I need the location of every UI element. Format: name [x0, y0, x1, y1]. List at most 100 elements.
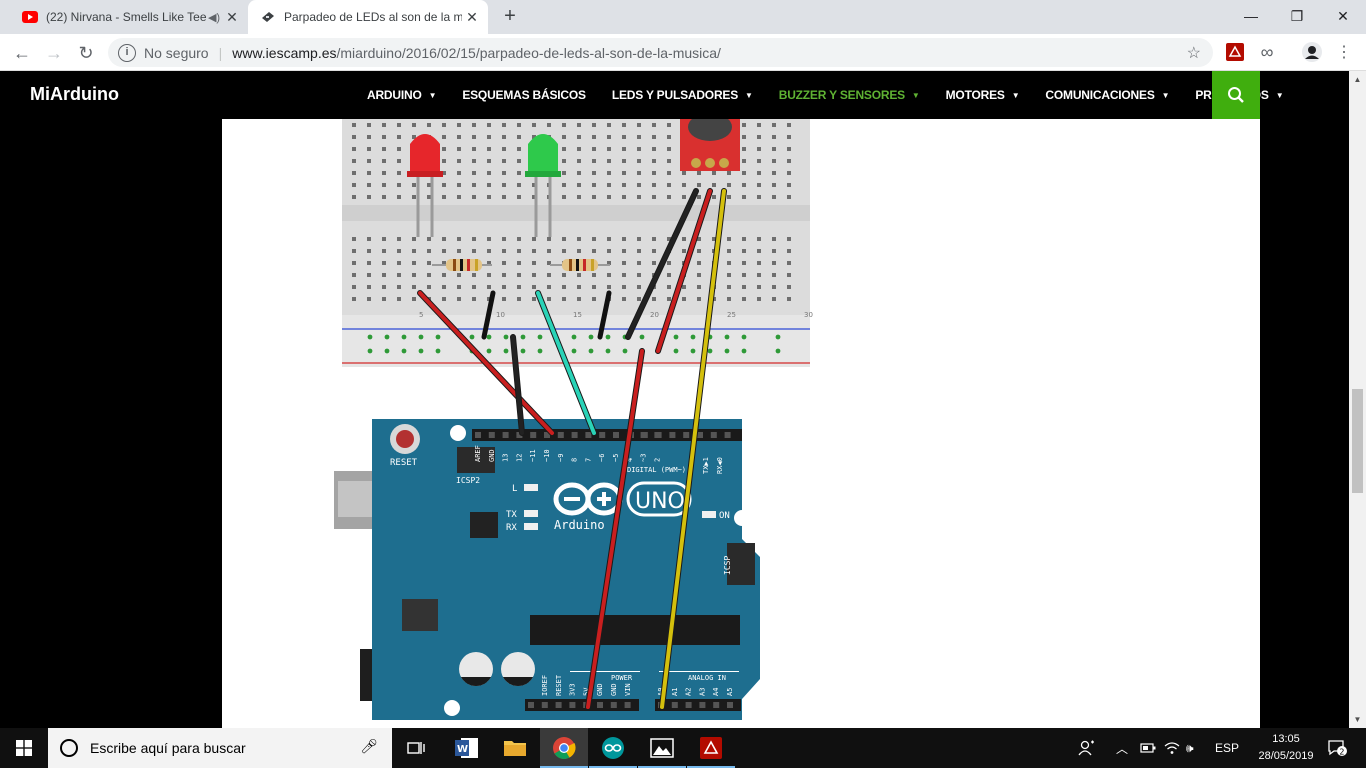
language-indicator[interactable]: ESP — [1215, 741, 1240, 755]
volume-icon[interactable]: 🕪︎ — [1186, 740, 1194, 755]
pin-label: A1 — [671, 688, 679, 696]
youtube-icon — [22, 9, 38, 25]
pin-label: A4 — [712, 688, 720, 696]
photos-icon[interactable] — [638, 728, 686, 768]
info-icon[interactable]: i — [118, 43, 136, 62]
profile-avatar[interactable] — [1302, 42, 1322, 62]
close-tab-icon[interactable]: ✕ — [226, 8, 238, 25]
back-icon[interactable]: ← — [13, 43, 31, 63]
close-tab-icon[interactable]: ✕ — [466, 8, 478, 25]
scroll-down-icon[interactable]: ▼ — [1353, 715, 1362, 724]
caret-down-icon: ▼ — [1275, 90, 1284, 100]
file-explorer-icon[interactable] — [491, 728, 539, 768]
pin-label: ~9 — [557, 454, 565, 462]
menu-item-label: MOTORES — [945, 88, 1005, 102]
new-tab-button[interactable]: + — [504, 5, 516, 27]
bookmark-star-icon[interactable]: ☆ — [1186, 45, 1201, 62]
acrobat-icon[interactable] — [687, 728, 735, 768]
arduino-uno-board: RESET ICSP2 ICSP L TX RX — [334, 419, 760, 720]
people-icon[interactable] — [1078, 728, 1096, 768]
scroll-up-icon[interactable]: ▲ — [1353, 75, 1362, 84]
pin-label: A3 — [698, 688, 706, 696]
menu-item-label: COMUNICACIONES — [1045, 88, 1155, 102]
menu-item-arduino[interactable]: ARDUINO▼ — [354, 71, 449, 119]
menu-dots-icon[interactable]: ⋮ — [1336, 44, 1352, 61]
resistor — [550, 259, 610, 271]
breadboard-number: 25 — [727, 311, 736, 319]
menu-item-label: ESQUEMAS BÁSICOS — [462, 88, 586, 102]
close-window-icon[interactable]: ✕ — [1337, 7, 1349, 24]
minimize-icon[interactable]: — — [1244, 8, 1258, 24]
pin-label: ~10 — [543, 449, 551, 462]
breadboard-number: 20 — [650, 311, 659, 319]
reset-label: RESET — [390, 458, 418, 468]
microphone-icon[interactable]: 🎤︎ — [360, 738, 378, 754]
wires — [417, 188, 727, 710]
tx-label: TX — [506, 510, 517, 520]
scroll-thumb[interactable] — [1352, 389, 1363, 493]
task-view-icon[interactable] — [392, 728, 440, 768]
tab-title: Parpadeo de LEDs al son de la m — [284, 10, 462, 24]
menu-item-comunicaciones[interactable]: COMUNICACIONES ▼ — [1032, 71, 1182, 119]
pin-label: GND — [596, 683, 604, 696]
pin-label: ~6 — [598, 454, 606, 462]
speaker-icon[interactable]: ◀) — [207, 11, 221, 24]
windows-start-icon[interactable] — [0, 728, 48, 768]
tab-active[interactable]: Parpadeo de LEDs al son de la m ✕ — [248, 0, 488, 34]
tab-title: (22) Nirvana - Smells Like Tee — [46, 10, 206, 24]
chrome-icon[interactable] — [540, 728, 588, 768]
clock-time: 13:05 — [1272, 733, 1300, 745]
pin-label: A2 — [685, 688, 693, 696]
arduino-ide-icon[interactable] — [589, 728, 637, 768]
pin-label: A5 — [726, 688, 734, 696]
red-led — [407, 134, 443, 237]
taskbar-search[interactable]: Escribe aquí para buscar 🎤︎ — [48, 728, 392, 768]
menu-item-motores[interactable]: MOTORES ▼ — [933, 71, 1033, 119]
reload-icon[interactable]: ↻ — [78, 43, 94, 63]
pin-label: ~5 — [612, 454, 620, 462]
wifi-icon[interactable] — [1164, 728, 1180, 768]
green-led — [525, 134, 561, 237]
menu-item-esquemas-básicos[interactable]: ESQUEMAS BÁSICOS — [449, 71, 599, 119]
power-label: POWER — [611, 674, 633, 682]
pin-label: ~11 — [529, 449, 537, 462]
page-scrollbar[interactable]: ▲ ▼ — [1349, 71, 1366, 728]
show-hidden-icons[interactable]: ︿ — [1116, 741, 1129, 756]
tab-youtube[interactable]: (22) Nirvana - Smells Like Tee ◀) ✕ — [10, 0, 248, 34]
on-label: ON — [719, 511, 730, 521]
pin-label: 8 — [571, 458, 579, 462]
pin-label: GND — [610, 683, 618, 696]
pin-label: 3V3 — [569, 683, 577, 696]
caret-down-icon: ▼ — [911, 90, 920, 100]
caret-down-icon: ▼ — [1011, 90, 1020, 100]
acrobat-extension-icon[interactable] — [1225, 42, 1245, 62]
menu-item-label: ARDUINO — [367, 88, 422, 102]
tab-strip: (22) Nirvana - Smells Like Tee ◀) ✕ Parp… — [0, 0, 1366, 34]
notification-center-icon[interactable]: 2 — [1322, 728, 1352, 768]
site-logo[interactable]: MiArduino — [30, 84, 119, 104]
breadboard-number: 5 — [419, 311, 423, 319]
infinity-extension-icon[interactable]: ∞ — [1260, 41, 1274, 62]
restore-icon[interactable]: ❐ — [1290, 7, 1304, 24]
icsp2-label: ICSP2 — [456, 476, 480, 485]
forward-icon[interactable]: → — [45, 43, 63, 63]
svg-text:W: W — [457, 744, 468, 755]
notification-count: 2 — [1339, 747, 1344, 756]
address-bar[interactable]: i No seguro | www.iescamp.es/miarduino/2… — [108, 38, 1213, 67]
site-search-button[interactable] — [1212, 71, 1260, 119]
caret-down-icon: ▼ — [1161, 90, 1170, 100]
word-icon[interactable]: W — [443, 728, 491, 768]
search-icon — [1228, 87, 1244, 103]
pin-label: 4 — [626, 458, 634, 462]
caret-down-icon: ▼ — [745, 90, 753, 100]
menu-item-leds-y-pulsadores[interactable]: LEDS Y PULSADORES▼ — [599, 71, 766, 119]
menu-item-buzzer-y-sensores[interactable]: BUZZER Y SENSORES▼ — [766, 71, 933, 119]
system-clock[interactable]: 13:05 28/05/2019 — [1254, 731, 1318, 765]
cortana-icon — [60, 739, 78, 757]
pin-label: 2 — [653, 458, 661, 462]
battery-icon[interactable] — [1140, 728, 1156, 768]
pin-label: GND — [488, 449, 496, 462]
pin-label: IOREF — [541, 675, 549, 696]
